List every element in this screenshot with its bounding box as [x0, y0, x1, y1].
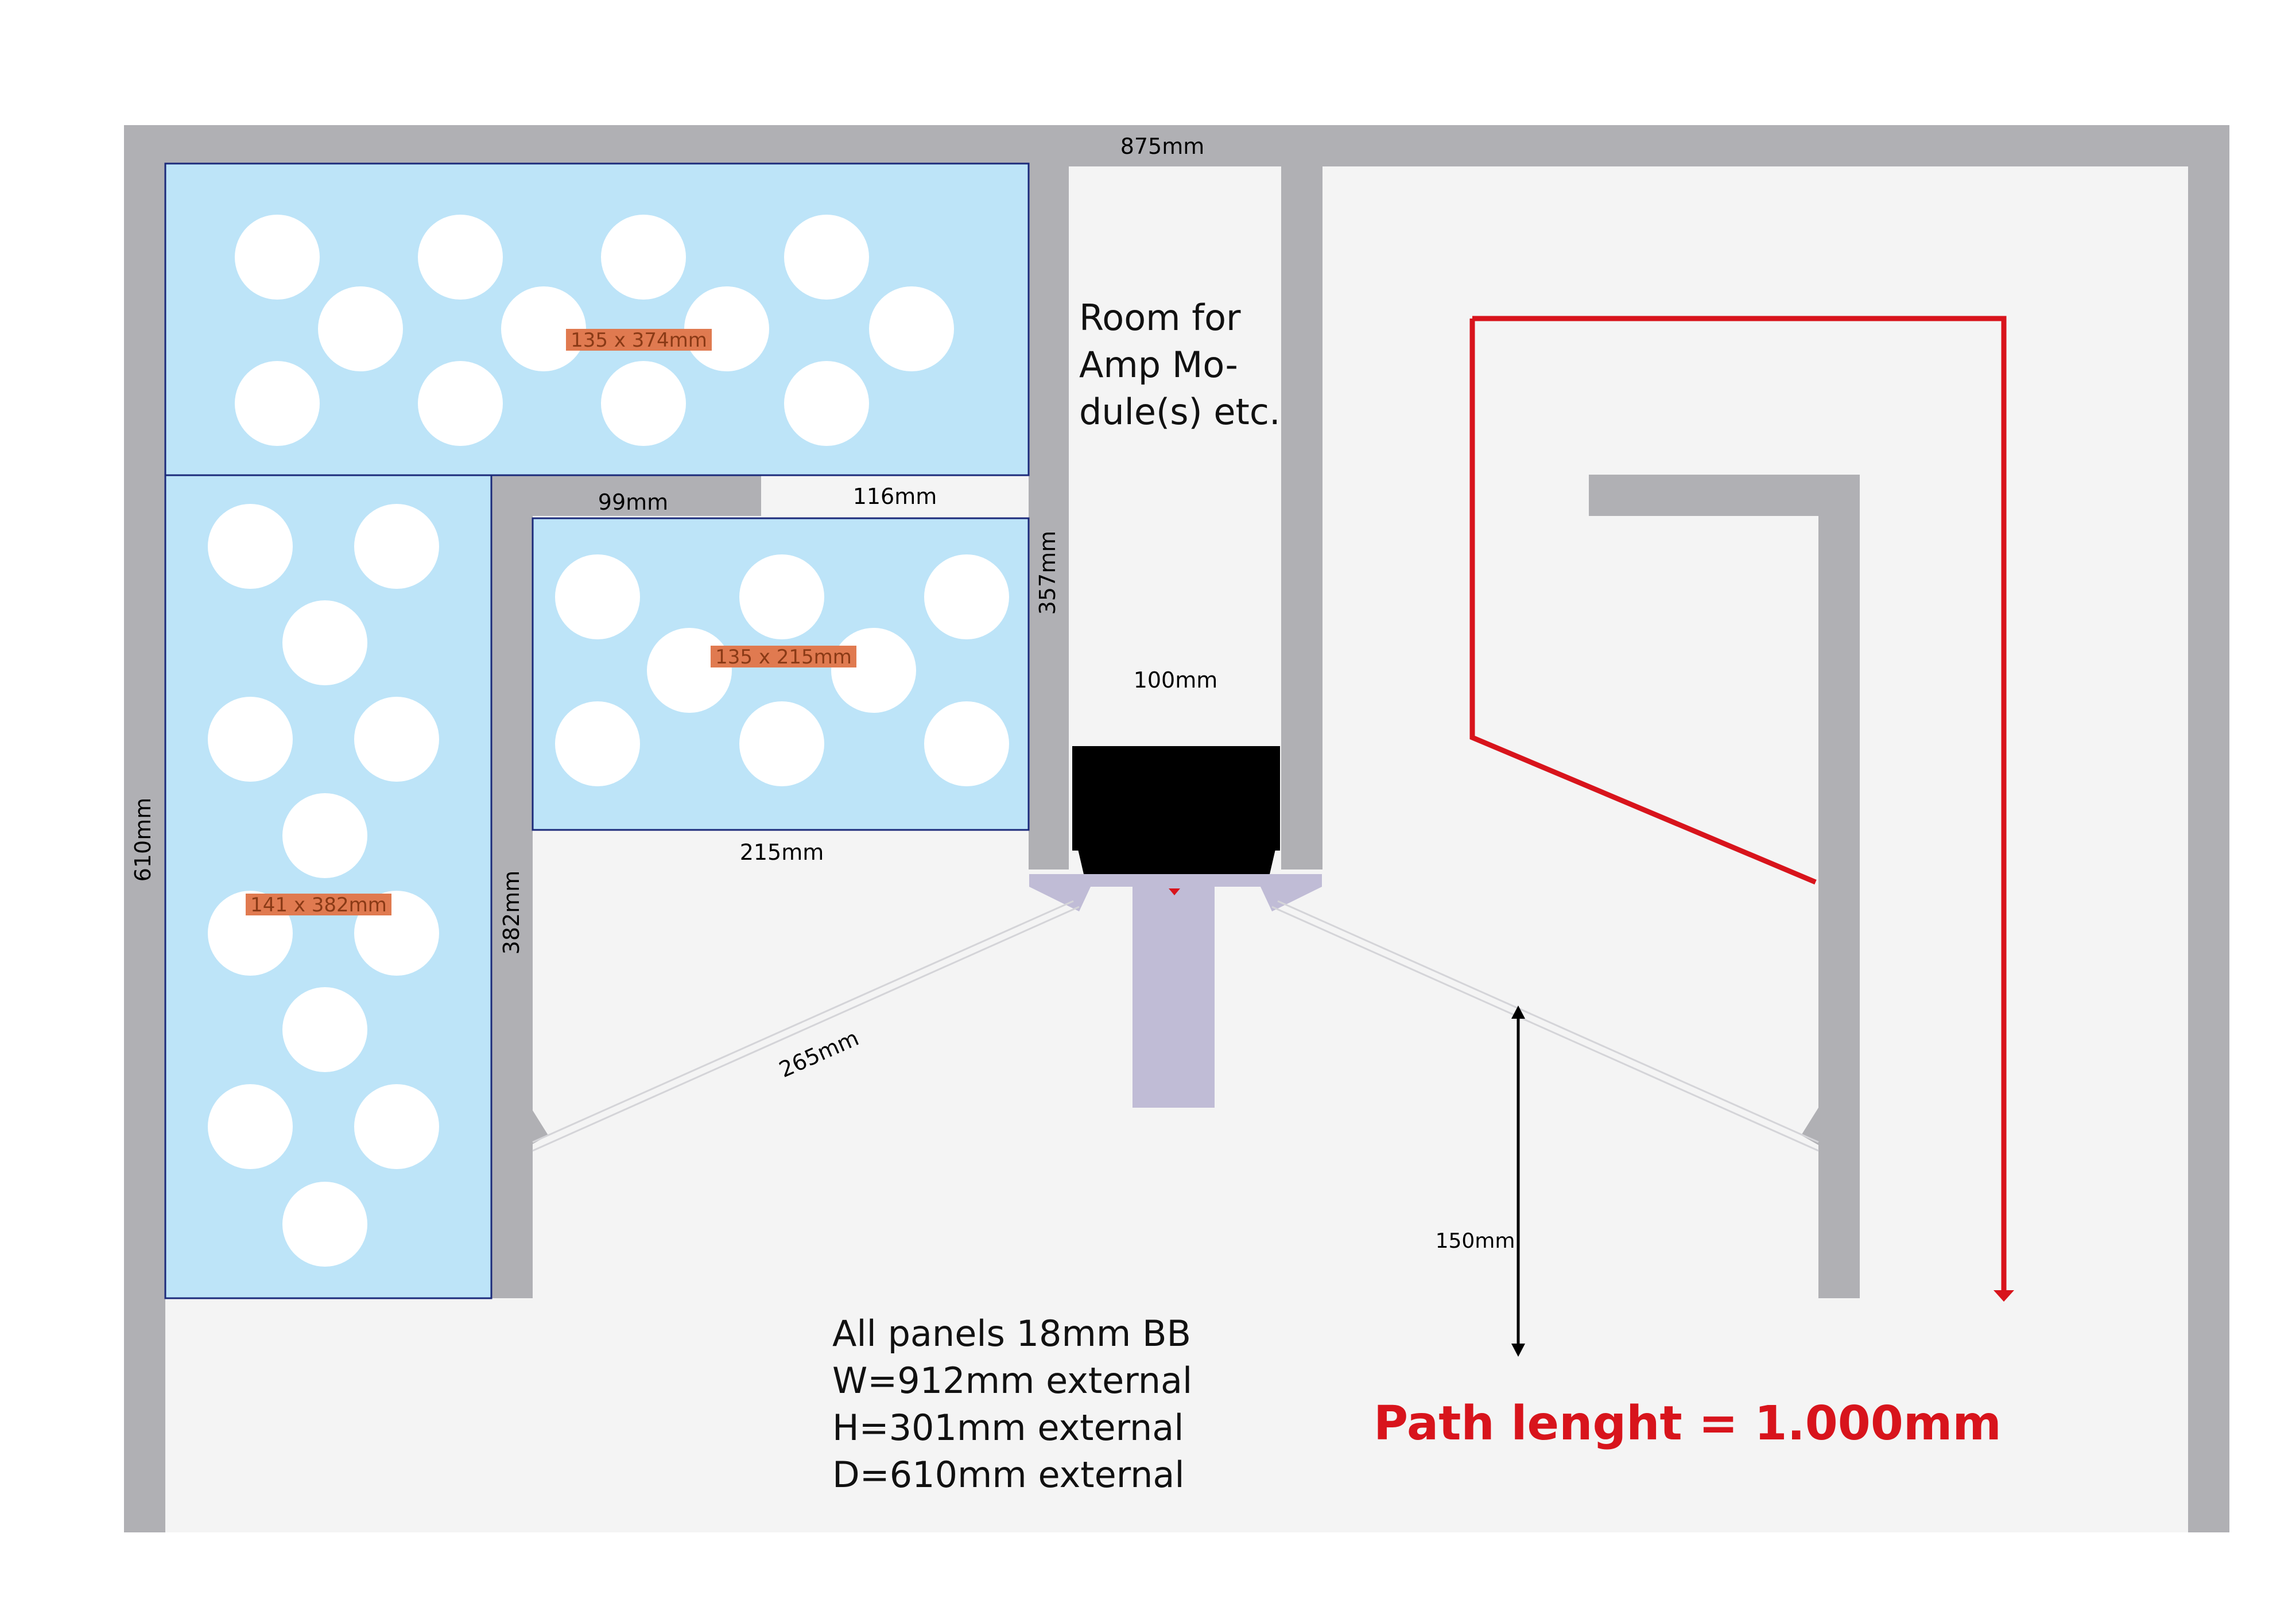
path-length-start — [1469, 319, 1817, 885]
left-panel — [124, 125, 165, 1532]
dim-357: 357mm — [1035, 531, 1060, 615]
right-panel — [2188, 125, 2229, 1532]
hole — [235, 361, 320, 446]
hole — [235, 215, 320, 300]
hole — [739, 701, 824, 786]
path-length-line — [1472, 316, 2007, 1291]
hole — [282, 600, 367, 685]
left-diagonal — [532, 900, 1080, 1152]
dim-99: 99mm — [598, 490, 668, 515]
hole — [555, 701, 640, 786]
amp-room-right-panel — [1281, 166, 1322, 870]
dim-215: 215mm — [740, 840, 824, 865]
hole — [501, 286, 586, 371]
hole — [784, 215, 869, 300]
right-horizontal-baffle — [1589, 475, 1859, 516]
right-diagonal — [1271, 900, 1819, 1152]
amp-room-note: Room for Amp Mo- dule(s) etc. — [1079, 297, 1281, 433]
path-arrow-head — [1994, 1290, 2014, 1302]
hole — [282, 793, 367, 878]
chamber-top-label-bg — [566, 329, 712, 351]
hole — [831, 628, 916, 713]
chamber-middle-label-bg — [711, 646, 856, 667]
dim-left-depth: 610mm — [130, 798, 156, 882]
hole — [418, 361, 503, 446]
dim-150: 150mm — [1436, 1229, 1515, 1253]
hole — [601, 361, 686, 446]
throat-left-wedge — [1029, 887, 1091, 911]
panel-notes: All panels 18mm BB W=912mm external H=30… — [832, 1313, 1204, 1496]
hole — [208, 697, 293, 782]
left-bracket — [531, 1108, 548, 1145]
chamber-left-label-bg — [246, 894, 391, 915]
chamber-left-label: 141 x 382mm — [250, 894, 387, 917]
hole — [282, 987, 367, 1072]
hole — [924, 554, 1009, 639]
driver-marker — [1169, 888, 1180, 895]
hole — [555, 554, 640, 639]
inner-vertical-panel-382 — [491, 475, 533, 1298]
inner-shelf-99 — [533, 475, 761, 516]
hole — [418, 215, 503, 300]
dim-116: 116mm — [853, 484, 937, 509]
hole — [282, 1182, 367, 1267]
path-length-label: Path lenght = 1.000mm — [1374, 1396, 2002, 1451]
hole — [208, 504, 293, 589]
dim-150-arrow-top — [1511, 1006, 1525, 1019]
driver — [1072, 746, 1280, 851]
chamber-middle-holes — [555, 554, 1009, 786]
chamber-left-holes — [208, 504, 439, 1267]
hole — [647, 628, 732, 713]
hole — [354, 504, 439, 589]
dim-top-width: 875mm — [1120, 134, 1205, 159]
hole — [354, 697, 439, 782]
hole — [318, 286, 403, 371]
chamber-left — [164, 474, 492, 1299]
hole — [784, 361, 869, 446]
driver-base — [1078, 849, 1275, 874]
chamber-top-holes — [235, 215, 954, 446]
throat-bar — [1029, 874, 1322, 887]
hole — [739, 554, 824, 639]
hole — [208, 1084, 293, 1169]
right-vertical-baffle — [1818, 475, 1860, 1298]
throat-stem — [1133, 887, 1215, 1108]
top-panel — [124, 125, 2229, 166]
dim-382: 382mm — [499, 871, 524, 955]
hole — [601, 215, 686, 300]
throat-right-wedge — [1261, 887, 1322, 911]
hole — [924, 701, 1009, 786]
hole — [869, 286, 954, 371]
dim-100: 100mm — [1134, 667, 1218, 693]
dim-150-arrow-bottom — [1511, 1344, 1525, 1357]
amp-room-left-panel — [1029, 166, 1069, 870]
hole — [354, 1084, 439, 1169]
chamber-middle-label: 135 x 215mm — [715, 646, 852, 669]
chamber-top-label: 135 x 374mm — [571, 329, 707, 352]
